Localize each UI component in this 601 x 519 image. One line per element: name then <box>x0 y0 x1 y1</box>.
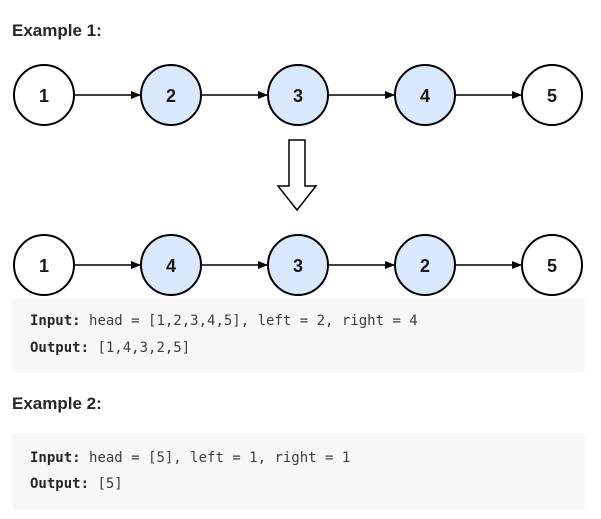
example-2-output-line: Output: [5] <box>30 476 123 492</box>
linked-list-before: 1 2 3 4 5 <box>13 64 583 126</box>
before-node-circle <box>13 64 75 126</box>
down-arrow-icon <box>276 139 318 212</box>
input-label: Input: <box>30 313 81 329</box>
example-2-heading: Example 2: <box>12 394 102 413</box>
after-node-label: 4 <box>166 256 176 276</box>
after-node-label: 2 <box>420 256 430 276</box>
linked-list-diagram: 1 2 3 4 5 1 4 3 2 5 <box>13 64 583 296</box>
example-1-output-line: Output: [1,4,3,2,5] <box>30 340 190 356</box>
before-node-label: 3 <box>293 86 303 106</box>
linked-list-after: 1 4 3 2 5 <box>13 234 583 296</box>
after-node-circle <box>13 234 75 296</box>
after-node-circle <box>267 234 329 296</box>
output-label: Output: <box>30 340 90 356</box>
example-1-code-block: Input: head = [1,2,3,4,5], left = 2, rig… <box>12 298 585 373</box>
example-1-input-line: Input: head = [1,2,3,4,5], left = 2, rig… <box>30 313 418 329</box>
before-node-circle <box>521 64 583 126</box>
after-node-label: 5 <box>547 256 557 276</box>
input-value: head = [5], left = 1, right = 1 <box>89 450 351 466</box>
before-node-circle <box>267 64 329 126</box>
example-1-heading: Example 1: <box>12 21 102 40</box>
before-node-label: 5 <box>547 86 557 106</box>
after-node-circle <box>521 234 583 296</box>
example-2-code-block: Input: head = [5], left = 1, right = 1 O… <box>12 433 585 510</box>
after-node-label: 1 <box>39 256 49 276</box>
before-node-circle <box>140 64 202 126</box>
before-node-label: 2 <box>166 86 176 106</box>
after-node-label: 3 <box>293 256 303 276</box>
before-node-label: 4 <box>420 86 430 106</box>
input-value: head = [1,2,3,4,5], left = 2, right = 4 <box>89 313 418 329</box>
after-node-circle <box>394 234 456 296</box>
output-value: [5] <box>97 476 123 492</box>
output-label: Output: <box>30 476 90 492</box>
input-label: Input: <box>30 450 81 466</box>
before-node-label: 1 <box>39 86 49 106</box>
output-value: [1,4,3,2,5] <box>97 340 191 356</box>
after-node-circle <box>140 234 202 296</box>
before-node-circle <box>394 64 456 126</box>
example-2-input-line: Input: head = [5], left = 1, right = 1 <box>30 450 350 466</box>
